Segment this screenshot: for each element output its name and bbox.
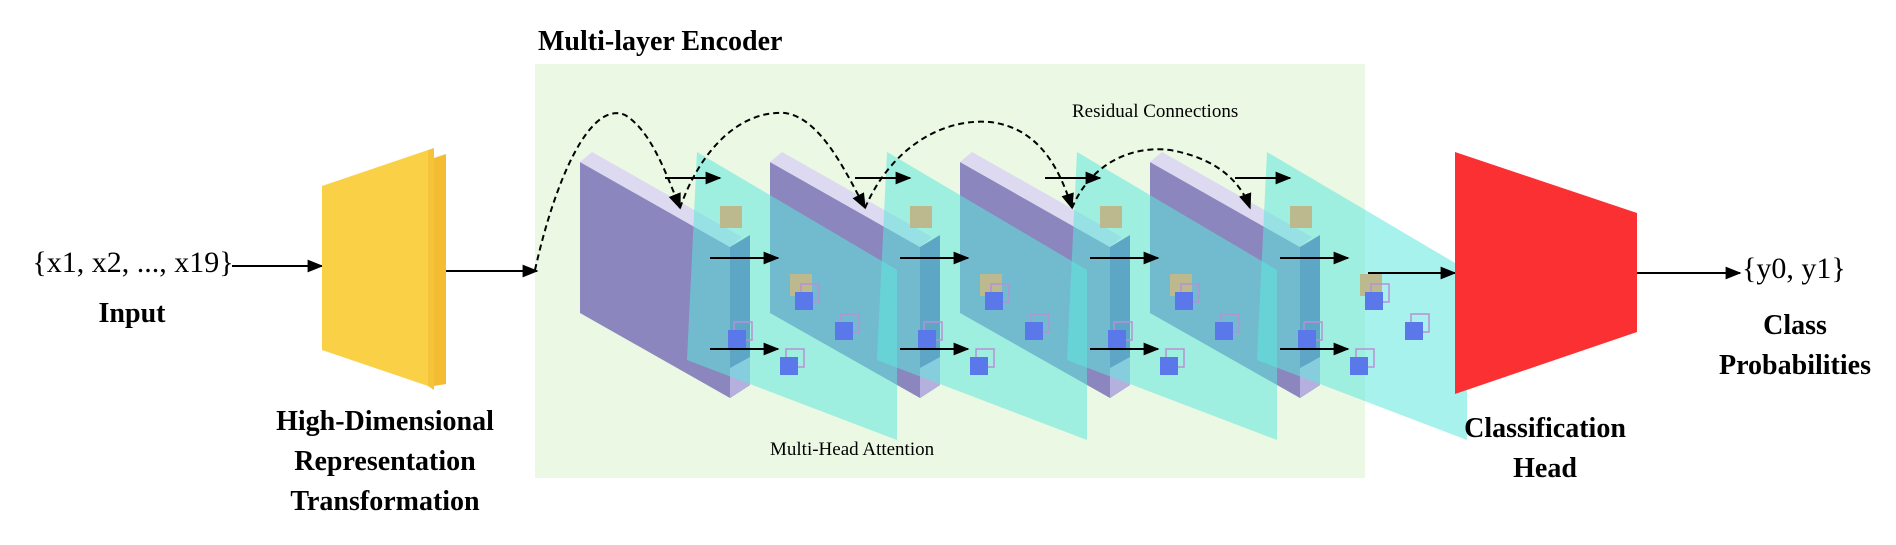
key-square-1-3 bbox=[835, 322, 853, 340]
residual-connections bbox=[534, 111, 1252, 271]
query-square-3-1 bbox=[1100, 206, 1122, 228]
key-square-1-4 bbox=[780, 357, 798, 375]
output-sequence: {y0, y1} bbox=[1742, 252, 1846, 285]
input-label: Input bbox=[98, 298, 166, 329]
transformation-block bbox=[322, 148, 446, 390]
class-probabilities-label: Class Probabilities bbox=[1700, 306, 1890, 386]
attention-heads-1 bbox=[665, 171, 860, 375]
transformation-line-2: Representation bbox=[294, 446, 476, 477]
key-square-4-2 bbox=[1298, 330, 1316, 348]
key-square-3-1 bbox=[1175, 292, 1193, 310]
key-square-1-2 bbox=[728, 330, 746, 348]
input-sequence: {x1, x2, ..., x19} bbox=[32, 246, 234, 279]
attention-heads-3 bbox=[1045, 171, 1240, 375]
key-square-2-3 bbox=[1025, 322, 1043, 340]
key-square-4-3 bbox=[1405, 322, 1423, 340]
transformation-line-3: Transformation bbox=[290, 486, 480, 517]
residual-arc-1 bbox=[534, 112, 681, 271]
query-square-2-1 bbox=[910, 206, 932, 228]
classification-head-line-1: Classification bbox=[1464, 413, 1626, 444]
key-square-2-1 bbox=[985, 292, 1003, 310]
classification-head-line-2: Head bbox=[1513, 453, 1577, 484]
key-square-3-4 bbox=[1160, 357, 1178, 375]
transformation-label: High-Dimensional Representation Transfor… bbox=[255, 402, 515, 522]
key-square-4-1 bbox=[1365, 292, 1383, 310]
residual-connections-label: Residual Connections bbox=[1072, 101, 1239, 122]
key-square-2-4 bbox=[970, 357, 988, 375]
multi-head-attention-label: Multi-Head Attention bbox=[770, 439, 935, 460]
residual-arc-3 bbox=[864, 120, 1074, 210]
residual-arc-2 bbox=[679, 111, 866, 210]
classification-head-label: Classification Head bbox=[1430, 409, 1660, 489]
attention-heads-2 bbox=[855, 171, 1050, 375]
key-square-2-2 bbox=[918, 330, 936, 348]
class-probabilities-line-2: Probabilities bbox=[1719, 350, 1871, 381]
query-square-1-1 bbox=[720, 206, 742, 228]
residual-arc-4 bbox=[1071, 148, 1252, 210]
key-square-1-1 bbox=[795, 292, 813, 310]
class-probabilities-line-1: Class bbox=[1763, 310, 1827, 341]
query-square-4-1 bbox=[1290, 206, 1312, 228]
key-square-3-3 bbox=[1215, 322, 1233, 340]
attention-heads-4 bbox=[1235, 171, 1430, 375]
encoder-layers bbox=[580, 152, 1467, 440]
key-square-4-4 bbox=[1350, 357, 1368, 375]
encoder-title: Multi-layer Encoder bbox=[538, 26, 783, 57]
transformation-line-1: High-Dimensional bbox=[276, 406, 494, 437]
classification-head-block bbox=[1455, 152, 1637, 394]
key-square-3-2 bbox=[1108, 330, 1126, 348]
